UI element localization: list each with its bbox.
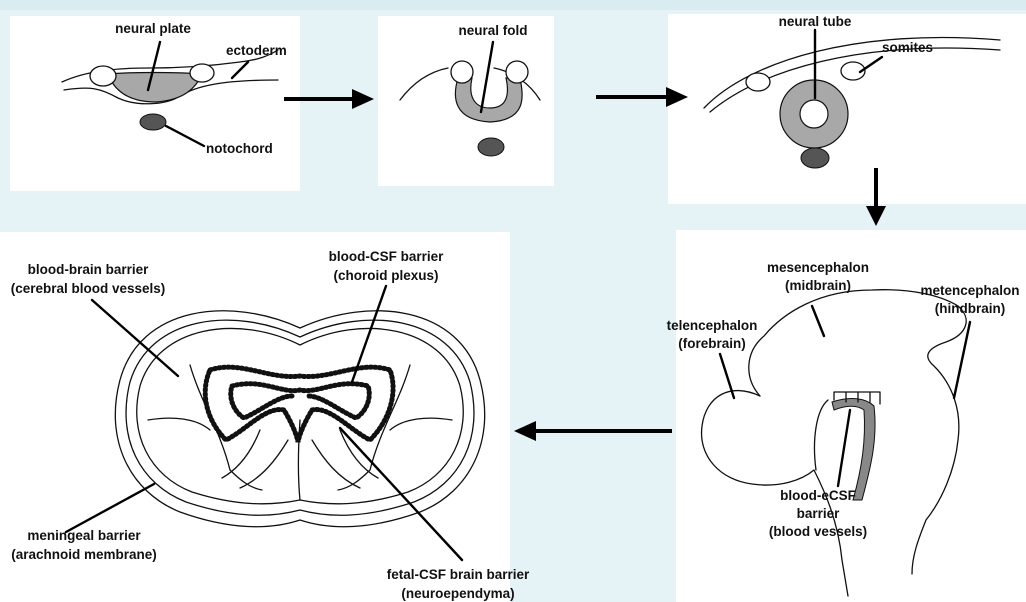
neural-fold-label: neural fold [458, 23, 527, 38]
neural-crest-right [190, 64, 214, 82]
notochord-label: notochord [206, 141, 273, 156]
ectoderm-label: ectoderm [226, 43, 287, 58]
bcsf-label-line1: blood-CSF barrier [329, 249, 445, 264]
bcsf-label-line2: (choroid plexus) [333, 268, 438, 283]
somite-left [746, 73, 770, 91]
bbb-label-line2: (cerebral blood vessels) [11, 281, 166, 296]
fetal-csf-label-line1: fetal-CSF brain barrier [387, 567, 530, 582]
blood-ecsf-label-line1: blood-eCSF [780, 488, 856, 503]
mesencephalon-label: mesencephalon [767, 260, 869, 275]
notochord-shape [140, 114, 166, 130]
hindbrain-label: (hindbrain) [935, 301, 1006, 316]
neural-crest-left [90, 66, 116, 86]
neural-plate-label: neural plate [115, 21, 191, 36]
neural-tube-label: neural tube [779, 14, 852, 29]
fold-crest-left [451, 61, 473, 83]
midbrain-label: (midbrain) [785, 278, 851, 293]
arrow-embryo-to-section [514, 421, 672, 441]
top-band [0, 0, 1026, 10]
somites-label: somites [882, 40, 933, 55]
stage2-notochord [478, 138, 504, 156]
neural-tube-lumen [800, 100, 828, 128]
meningeal-label-line2: (arachnoid membrane) [11, 547, 157, 562]
stage3-notochord [801, 148, 829, 168]
meningeal-label-line1: meningeal barrier [27, 528, 141, 543]
metencephalon-label: metencephalon [920, 283, 1019, 298]
fold-crest-right [506, 61, 528, 83]
blood-ecsf-label-line2: barrier [797, 506, 841, 521]
fetal-csf-label-line2: (neuroependyma) [401, 586, 514, 601]
telencephalon-label: telencephalon [667, 318, 758, 333]
forebrain-label: (forebrain) [678, 336, 746, 351]
blood-ecsf-label-line3: (blood vessels) [769, 524, 867, 539]
bbb-label-line1: blood-brain barrier [28, 262, 150, 277]
